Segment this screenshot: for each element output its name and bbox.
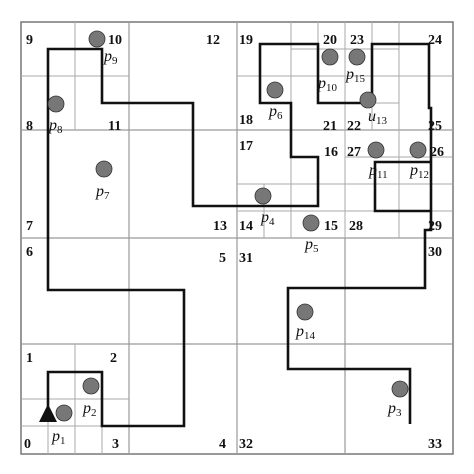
point-p9-dot [88,30,106,48]
cell-number-5: 5 [219,251,226,266]
cell-number-30: 30 [428,245,442,260]
point-p5-dot [302,214,320,232]
cell-number-22: 22 [347,119,361,134]
cell-number-17: 17 [239,139,253,154]
cell-number-21: 21 [323,119,337,134]
point-p2-dot [82,377,100,395]
cell-number-19: 19 [239,33,253,48]
point-label-p7: p7 [95,183,110,202]
cell-number-26: 26 [430,145,444,160]
point-label-p2: p2 [82,400,97,419]
point-p10-dot [321,48,339,66]
point-label-p8: p8 [48,117,63,136]
cell-number-32: 32 [239,437,253,452]
point-p4-dot [254,187,272,205]
start-arrow-icon [39,404,57,422]
traversal-path [46,42,433,428]
point-label-p10: p10 [317,75,338,94]
point-p11-dot [367,141,385,159]
cell-number-31: 31 [239,251,253,266]
point-p3-dot [391,380,409,398]
cell-number-6: 6 [26,245,33,260]
point-label-p1: p1 [51,428,66,447]
cell-number-labels: 0 1 2 3 4 5 6 7 8 9 10 11 12 13 14 15 16… [24,33,444,452]
cell-number-29: 29 [428,219,442,234]
point-labels: p1 p2 p3 p4 p5 p6 p7 p8 p9 p10 p11 p12 u… [48,48,429,447]
cell-number-27: 27 [347,145,361,160]
cell-number-0: 0 [24,437,31,452]
point-p7-dot [95,160,113,178]
cell-number-10: 10 [108,33,122,48]
point-label-p15: p15 [345,66,366,85]
point-p12-dot [409,141,427,159]
cell-number-25: 25 [428,119,442,134]
point-label-p12: p12 [409,162,429,181]
cell-number-15: 15 [324,219,338,234]
cell-number-8: 8 [26,119,33,134]
cell-number-14: 14 [239,219,253,234]
point-label-p5: p5 [304,236,319,255]
points-layer [47,30,427,422]
cell-number-7: 7 [26,219,33,234]
cell-number-13: 13 [213,219,227,234]
cell-number-9: 9 [26,33,33,48]
cell-number-23: 23 [350,33,364,48]
cell-number-3: 3 [112,437,119,452]
cell-number-16: 16 [324,145,338,160]
point-u13-dot [359,91,377,109]
cell-number-11: 11 [108,119,121,134]
cell-number-12: 12 [206,33,220,48]
point-p14-dot [296,303,314,321]
point-label-p14: p14 [295,323,316,342]
point-p6-dot [266,81,284,99]
cell-number-18: 18 [239,113,253,128]
point-label-p9: p9 [103,48,118,67]
cell-number-28: 28 [349,219,363,234]
cell-number-24: 24 [428,33,442,48]
point-label-p3: p3 [387,400,402,419]
point-p1-dot [55,404,73,422]
major-grid-lines [21,22,453,454]
cell-number-33: 33 [428,437,442,452]
point-label-p11: p11 [368,162,388,181]
point-p15-dot [348,48,366,66]
point-p8-dot [47,95,65,113]
cell-number-4: 4 [219,437,226,452]
cell-number-20: 20 [323,33,337,48]
point-label-p6: p6 [268,103,283,122]
point-label-u13: u13 [368,108,388,127]
cell-number-1: 1 [26,351,33,366]
point-label-p4: p4 [260,209,275,228]
cell-number-2: 2 [110,351,117,366]
